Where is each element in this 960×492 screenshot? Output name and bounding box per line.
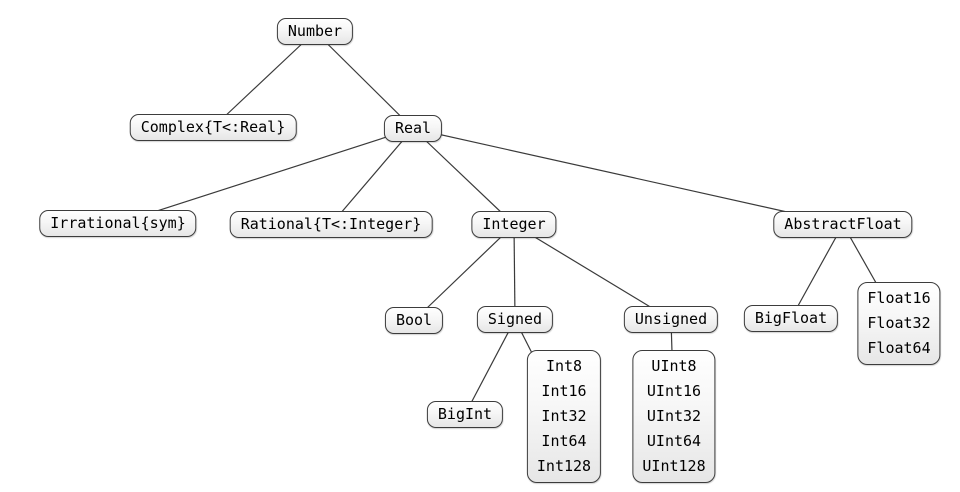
type-label-uint8: UInt8 xyxy=(651,357,697,375)
type-label-int128: Int128 xyxy=(536,457,592,475)
type-label-uint32: UInt32 xyxy=(646,407,702,425)
type-label-int32: Int32 xyxy=(541,407,587,425)
node-number: Number xyxy=(276,18,354,45)
node-unsigned: Unsigned xyxy=(623,306,719,333)
type-label-int64: Int64 xyxy=(541,432,587,450)
type-label-float64: Float64 xyxy=(867,339,931,357)
type-label-float16: Float16 xyxy=(867,289,931,307)
type-label-uint16: UInt16 xyxy=(646,382,702,400)
node-bigfloat: BigFloat xyxy=(743,305,839,332)
type-label-int8: Int8 xyxy=(545,357,583,375)
node-signed: Signed xyxy=(476,306,554,333)
node-bool: Bool xyxy=(384,307,444,334)
type-label-float32: Float32 xyxy=(867,314,931,332)
node-irrational: Irrational{sym} xyxy=(39,210,197,237)
node-abstractfloat: AbstractFloat xyxy=(773,211,913,238)
node-integer: Integer xyxy=(471,211,557,238)
type-label-int16: Int16 xyxy=(541,382,587,400)
node-bigint: BigInt xyxy=(426,401,504,428)
node-uint-types: UInt8 UInt16 UInt32 UInt64 UInt128 xyxy=(632,350,716,483)
node-real: Real xyxy=(383,115,443,142)
node-complex: Complex{T<:Real} xyxy=(129,114,297,141)
type-label-uint64: UInt64 xyxy=(646,432,702,450)
node-float-types: Float16 Float32 Float64 xyxy=(857,282,941,365)
node-int-types: Int8 Int16 Int32 Int64 Int128 xyxy=(526,350,602,483)
type-label-uint128: UInt128 xyxy=(642,457,706,475)
node-rational: Rational{T<:Integer} xyxy=(229,211,433,238)
